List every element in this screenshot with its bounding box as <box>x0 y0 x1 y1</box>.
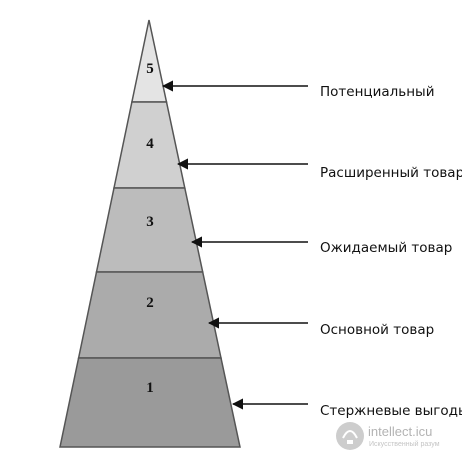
pyramid-level-2 <box>77 271 222 359</box>
lightbulb-logo-icon <box>336 422 364 450</box>
pyramid <box>59 19 241 448</box>
watermark-subtitle: Искусственный разум <box>369 440 440 448</box>
level-number-2: 2 <box>146 295 154 311</box>
level-numbers: 5 4 3 2 1 <box>146 61 154 396</box>
level-number-3: 3 <box>146 214 154 230</box>
watermark: intellect.icu Искусственный разум <box>336 422 440 450</box>
pyramid-level-1 <box>59 357 241 448</box>
level-number-1: 1 <box>146 380 154 396</box>
label-level-2: Основной товар <box>320 322 434 338</box>
label-level-5: Потенциальный <box>320 84 435 100</box>
level-arrows <box>161 80 308 410</box>
label-level-4: Расширенный товар <box>320 165 462 181</box>
label-level-3: Ожидаемый товар <box>320 240 452 256</box>
watermark-title: intellect.icu <box>368 424 432 439</box>
pyramid-level-3 <box>95 187 204 273</box>
level-number-4: 4 <box>146 136 154 152</box>
label-level-1: Стержневые выгоды <box>320 403 462 419</box>
level-number-5: 5 <box>146 61 154 77</box>
level-labels: Потенциальный Расширенный товар Ожидаемы… <box>320 84 462 419</box>
